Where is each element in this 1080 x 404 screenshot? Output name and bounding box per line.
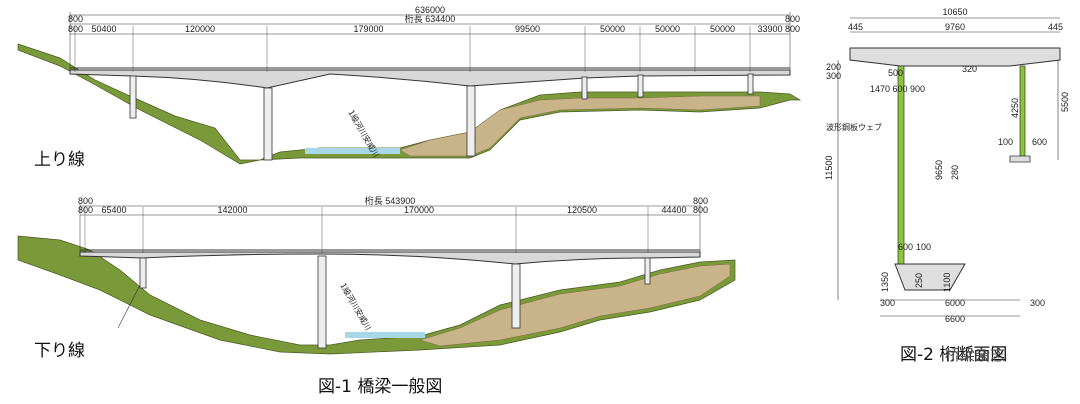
watermark: 桥梁杂志 xyxy=(945,346,1005,364)
lower-river-label: 1級河川安威川 xyxy=(338,281,373,332)
cross-section: 10650 445 9760 445 200 300 500 1470 600 … xyxy=(824,7,1070,365)
section-web-dims: 1470 600 900 xyxy=(870,84,925,94)
section-dim-280: 280 xyxy=(950,165,960,180)
upper-elevation: 636000 桁長 634400 800 800 800 800 50400 12… xyxy=(17,5,802,170)
upper-span-0: 50400 xyxy=(91,24,116,34)
figure-caption: 図-1 橋梁一般図 xyxy=(318,377,442,397)
upper-pier-p1 xyxy=(747,73,754,95)
upper-pier-p2 xyxy=(637,74,644,98)
lower-span-0: 65400 xyxy=(101,205,126,215)
section-bottom-300r: 300 xyxy=(1030,298,1045,308)
section-dim-600a: 600 xyxy=(1032,137,1047,147)
lower-river xyxy=(345,332,425,338)
section-web-label: 波形鋼板ウェブ xyxy=(826,122,882,132)
section-bottom-6600: 6600 xyxy=(945,314,965,324)
lower-girder-length: 桁長 543900 xyxy=(365,195,416,206)
lower-end-right: 800 xyxy=(693,196,708,206)
lower-pier-p1 xyxy=(644,257,651,285)
section-dim-4250: 4250 xyxy=(1010,98,1020,118)
section-slab-thk: 200 xyxy=(826,62,841,72)
section-bottom-300l: 300 xyxy=(880,298,895,308)
section-haunch: 500 xyxy=(888,68,903,78)
section-deck-width: 9760 xyxy=(945,22,965,32)
upper-end-right: 800 xyxy=(785,14,800,24)
lower-line-label: 下り線 xyxy=(34,341,85,361)
upper-pier-p3 xyxy=(581,76,588,100)
lower-terrain-tan xyxy=(419,263,731,347)
lower-end-right2: 800 xyxy=(693,205,708,215)
section-bottom-slab xyxy=(894,263,966,291)
lower-end-left: 800 xyxy=(78,196,93,206)
section-dim-1100: 1100 xyxy=(942,273,952,292)
upper-span-1: 120000 xyxy=(185,24,215,34)
upper-girder xyxy=(69,69,791,89)
upper-spans: 50400 120000 179000 99500 50000 50000 50000 339… xyxy=(74,24,783,72)
upper-span-2: 179000 xyxy=(353,24,383,34)
lower-spans: 65400 142000 170000 120500 44400 xyxy=(84,205,687,253)
lower-span-2: 170000 xyxy=(404,205,434,215)
upper-span-3: 99500 xyxy=(515,24,540,34)
upper-span-5: 50000 xyxy=(655,24,680,34)
section-dim-100a: 100 xyxy=(998,137,1013,147)
section-overhang-left: 445 xyxy=(848,22,863,32)
upper-end-right2: 800 xyxy=(785,24,800,34)
lower-end-left2: 800 xyxy=(78,205,93,215)
section-dim-250: 250 xyxy=(914,273,924,288)
lower-pier-p3 xyxy=(317,255,327,349)
section-bottom-6000: 6000 xyxy=(945,298,965,308)
upper-line-label: 上り線 xyxy=(34,150,85,170)
lower-pier-p4 xyxy=(139,257,147,289)
upper-span-7: 33900 xyxy=(757,24,782,34)
upper-end-left2: 800 xyxy=(68,24,83,34)
section-dim-100b: 100 xyxy=(916,242,931,252)
upper-pier-p6 xyxy=(129,75,137,119)
upper-terrain xyxy=(17,43,802,165)
lower-elevation: 桁長 543900 800 800 800 800 65400 142000 170… xyxy=(17,195,736,361)
section-slab-left: 300 xyxy=(826,71,841,81)
upper-pier-p5 xyxy=(263,87,273,161)
upper-total-length: 636000 xyxy=(415,5,445,15)
section-caption: 図-2 桁断面図 xyxy=(900,345,1007,365)
upper-river xyxy=(305,148,400,154)
section-height-inner: 9650 xyxy=(934,160,944,180)
lower-span-1: 142000 xyxy=(217,205,247,215)
section-dim-5500: 5500 xyxy=(1060,92,1070,112)
lower-span-3: 120500 xyxy=(567,205,597,215)
lower-span-4: 44400 xyxy=(661,205,686,215)
lower-pier-p2 xyxy=(511,263,521,329)
section-dim-1350: 1350 xyxy=(880,272,890,292)
section-dim-600b: 600 xyxy=(898,242,913,252)
section-web-right xyxy=(1019,65,1026,157)
section-top-right: 320 xyxy=(962,64,977,74)
upper-end-left: 800 xyxy=(68,14,83,24)
upper-span-6: 50000 xyxy=(710,24,735,34)
section-deck xyxy=(849,47,1061,67)
section-total-width: 10650 xyxy=(942,7,967,17)
upper-girder-length: 桁長 634400 xyxy=(405,13,456,24)
section-height-total: 11500 xyxy=(824,156,834,180)
upper-pier-p4 xyxy=(466,85,476,157)
section-overhang-right: 445 xyxy=(1048,22,1063,32)
section-web-left xyxy=(897,65,905,267)
lower-girder xyxy=(79,251,701,265)
upper-terrain-tan xyxy=(399,95,761,157)
upper-span-4: 50000 xyxy=(600,24,625,34)
